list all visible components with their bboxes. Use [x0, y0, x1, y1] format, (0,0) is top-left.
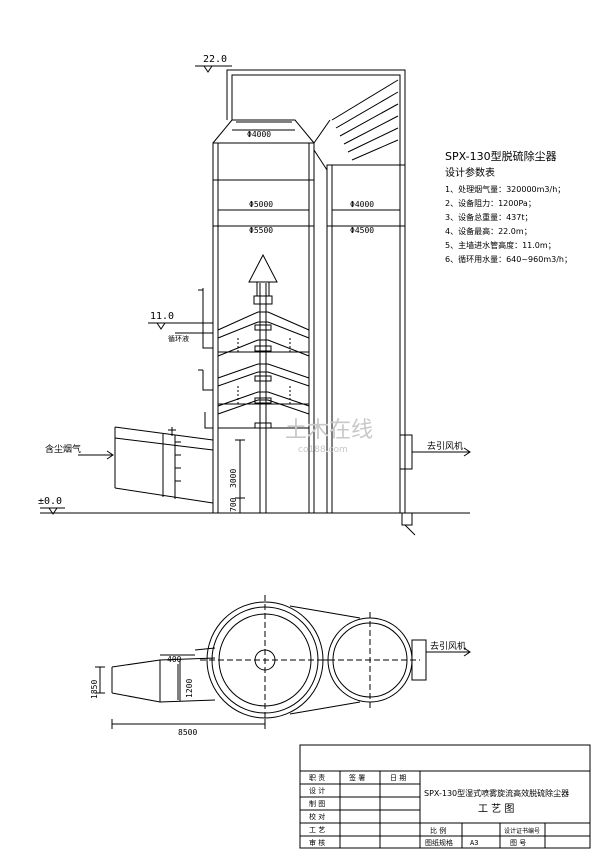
- dim-p8500: 8500: [178, 728, 197, 737]
- tb-cert-label: 设计证书编号: [504, 827, 540, 835]
- tb-drawing-title: SPX-130型湿式喷雾旋流高效脱硫除尘器: [424, 788, 569, 798]
- tb-sheet-value: A3: [470, 839, 478, 847]
- spec-item: 2、设备阻力：1200Pa；: [445, 198, 536, 208]
- tb-sign-label: 签 署: [349, 773, 365, 782]
- dim-d5000: Φ5000: [249, 200, 273, 209]
- tb-number-label: 图 号: [510, 839, 526, 847]
- tb-scale-label: 比 例: [430, 826, 446, 835]
- circulating-water-label: 循环液: [168, 334, 189, 343]
- dim-d4500: Φ4500: [350, 226, 374, 235]
- plan-view: [95, 595, 471, 729]
- spec-item: 5、主墙进水管高度：11.0m；: [445, 240, 556, 250]
- inlet-gas-label: 含尘烟气: [45, 443, 81, 455]
- dim-p1200: 1200: [185, 679, 194, 698]
- dim-d4000-top: Φ4000: [247, 130, 271, 139]
- tb-row-label: 校 对: [309, 812, 325, 821]
- watermark-sub: co188.com: [298, 445, 348, 455]
- tb-row-label: 制 图: [309, 799, 325, 808]
- dim-h3000: 3000: [229, 469, 238, 488]
- spec-title: SPX-130型脱硫除尘器: [445, 149, 557, 163]
- spec-subtitle: 设计参数表: [445, 166, 495, 179]
- tb-row-label: 工 艺: [309, 826, 325, 834]
- elevation-zero: ±0.0: [38, 496, 62, 507]
- dim-p400: 400: [167, 655, 182, 664]
- tb-sheet-label: 图纸规格: [425, 838, 453, 847]
- tb-row-label: 审 核: [309, 838, 325, 847]
- elevation-top: 22.0: [203, 54, 227, 65]
- tb-row-label: 职 责: [309, 773, 325, 782]
- elevation-mid: 11.0: [150, 311, 174, 322]
- tb-drawing-name: 工 艺 图: [478, 803, 514, 815]
- to-fan-plan-label: 去引风机: [430, 640, 466, 652]
- watermark-text: 土木在线: [285, 418, 373, 443]
- spec-item: 4、设备最高：22.0m；: [445, 226, 532, 236]
- tb-row-label: 设 计: [309, 786, 325, 795]
- dim-p1850: 1850: [90, 680, 99, 699]
- dim-h700: 700: [229, 497, 238, 512]
- elevation-view: [40, 65, 471, 536]
- dim-d5500: Φ5500: [249, 226, 273, 235]
- spec-item: 1、处理烟气量：320000m3/h；: [445, 184, 565, 194]
- spec-item: 6、循环用水量：640~960m3/h；: [445, 254, 572, 264]
- title-block: [299, 744, 591, 849]
- tb-date-label: 日 期: [390, 774, 406, 782]
- dim-d4000-right: Φ4000: [350, 200, 374, 209]
- spec-item: 3、设备总重量：437t；: [445, 212, 533, 222]
- to-fan-label: 去引风机: [427, 440, 463, 452]
